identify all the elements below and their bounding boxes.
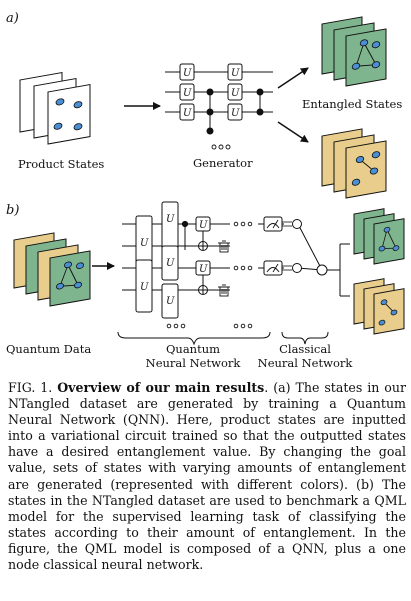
measurement-meter-icon xyxy=(263,216,283,232)
trash-icon xyxy=(218,240,230,253)
generator-label: Generator xyxy=(193,156,253,170)
arrow-to-green-states xyxy=(277,67,309,89)
qnn-gate-u-2: U xyxy=(140,282,149,293)
generator-circuit xyxy=(165,71,273,135)
caption-body: . (a) The states in our NTangled dataset… xyxy=(8,380,406,573)
gate-u-1: U xyxy=(183,68,192,79)
quantum-data-label: Quantum Data xyxy=(6,342,91,356)
qnn-label-line2: Neural Network xyxy=(146,356,242,370)
qnn-gate-u-6: U xyxy=(199,220,208,231)
caption-fig-label: FIG. 1. xyxy=(8,380,53,395)
qnn-brace xyxy=(117,331,271,346)
qnn-gate-u-1: U xyxy=(140,238,149,249)
gate-u-6: U xyxy=(231,108,240,119)
panel-b-label: b) xyxy=(6,203,19,218)
panel-a-label: a) xyxy=(6,11,19,26)
qnn-gate-u-3: U xyxy=(166,214,175,225)
qnn-gates: U U U U U U U xyxy=(135,201,211,319)
entangled-states-tan xyxy=(321,128,387,199)
cnn-label-line2: Neural Network xyxy=(258,356,354,370)
output-bracket xyxy=(339,243,350,297)
caption-title: Overview of our main results xyxy=(57,380,265,395)
gate-u-2: U xyxy=(183,88,192,99)
entangled-states-label: Entangled States xyxy=(302,97,402,111)
output-states-green xyxy=(353,208,405,265)
cnn-brace xyxy=(281,331,329,345)
qnn-label-line1: Quantum xyxy=(166,342,220,356)
qnn-gate-u-5: U xyxy=(166,296,175,307)
figure-1: a) Product States xyxy=(6,11,405,370)
qnn-gate-u-4: U xyxy=(166,258,175,269)
entangled-states-green xyxy=(321,16,387,87)
cnn-label-line1: Classical xyxy=(279,342,331,356)
figure-caption: FIG. 1. Overview of our main results. (a… xyxy=(8,380,406,573)
qnn-gate-u-7: U xyxy=(199,264,208,275)
generator-gates: U U U U U U xyxy=(179,63,243,121)
gate-u-3: U xyxy=(183,108,192,119)
product-states-label: Product States xyxy=(18,157,104,171)
gate-u-5: U xyxy=(231,88,240,99)
generator-ellipsis xyxy=(211,144,231,150)
trash-icon xyxy=(218,284,230,297)
arrow-to-tan-states xyxy=(277,121,309,143)
product-states-stack xyxy=(19,72,91,145)
classical-nn xyxy=(292,219,340,276)
quantum-data-stack xyxy=(13,232,91,307)
gate-u-4: U xyxy=(231,68,240,79)
output-states-tan xyxy=(353,278,405,335)
measurement-meter-icon xyxy=(263,260,283,276)
wire-ellipsis xyxy=(166,221,253,329)
classical-wires xyxy=(282,221,292,271)
